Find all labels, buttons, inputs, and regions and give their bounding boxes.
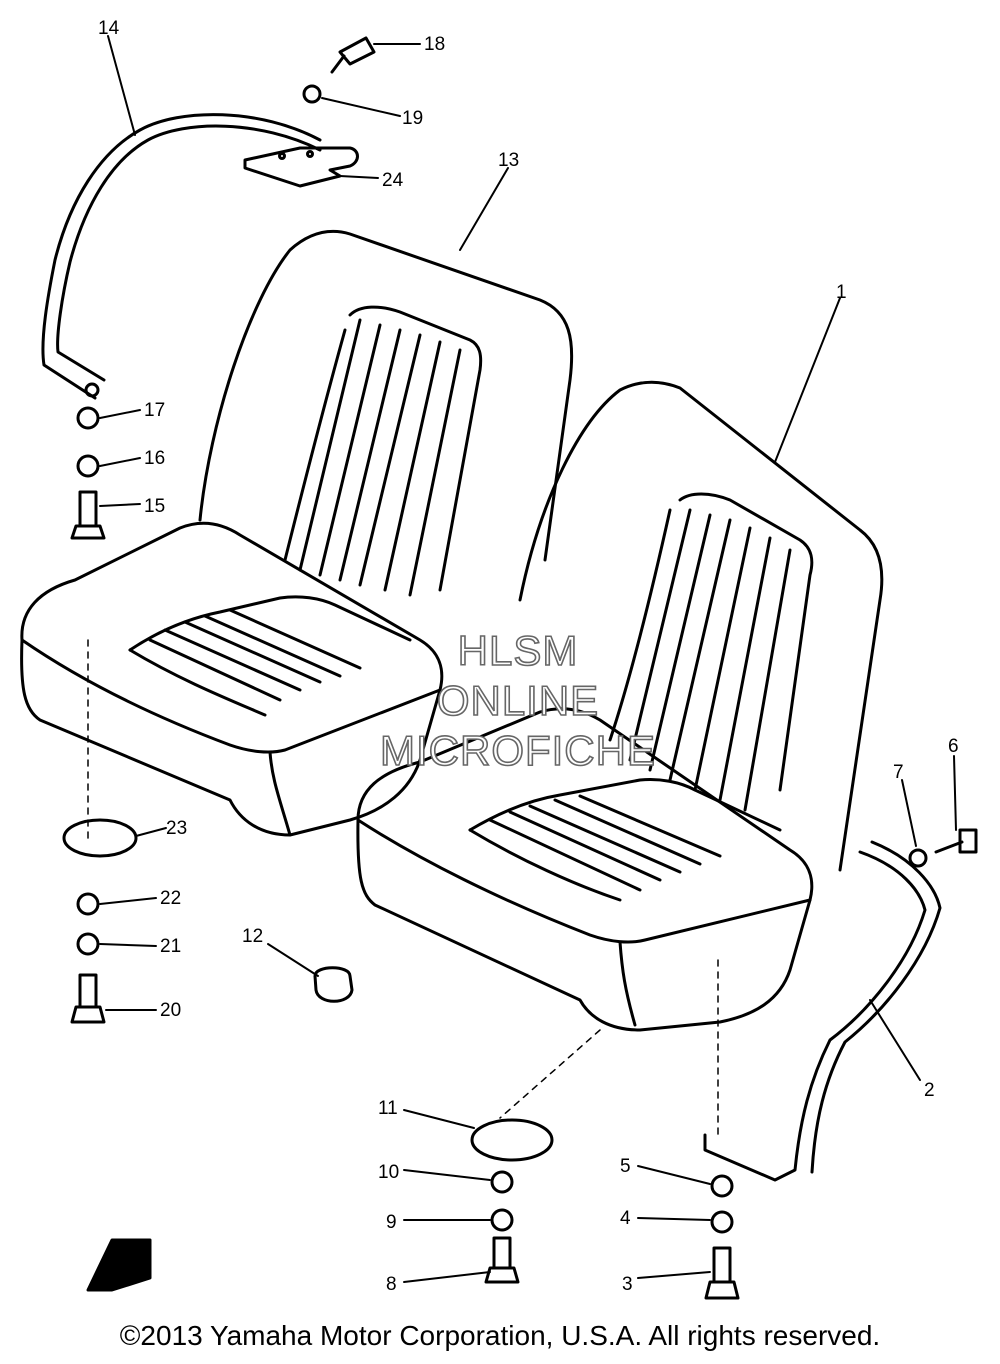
bracket-24: [243, 146, 359, 188]
watermark-line1: HLSM: [458, 627, 579, 674]
bolt-20: [70, 973, 106, 1024]
copyright-notice: ©2013 Yamaha Motor Corporation, U.S.A. A…: [119, 1320, 881, 1351]
washer-17: [76, 406, 100, 430]
callout-17: 17: [144, 400, 165, 421]
lockwasher-21: [76, 932, 100, 956]
cushion-23: [62, 818, 138, 858]
callout-11: 11: [378, 1098, 398, 1119]
cushion-11: [470, 1118, 554, 1162]
callout-23: 23: [166, 818, 187, 839]
bar-14: [41, 113, 322, 400]
callout-16: 16: [144, 448, 165, 469]
lockwasher-9: [490, 1208, 514, 1232]
callout-14: 14: [98, 18, 120, 39]
callout-3: 3: [622, 1274, 633, 1295]
callout-6: 6: [948, 736, 959, 757]
washer-10: [490, 1170, 514, 1194]
callout-12: 12: [242, 926, 263, 947]
callout-7: 7: [893, 762, 904, 783]
bar-2: [703, 840, 942, 1182]
callout-13: 13: [498, 150, 519, 171]
washer-5: [710, 1174, 734, 1198]
washer-7: [908, 848, 928, 868]
callout-19: 19: [402, 108, 423, 129]
callout-22: 22: [160, 888, 181, 909]
watermark-line2: ONLINE: [437, 677, 599, 724]
bolt-6: [934, 828, 978, 854]
nut-19: [302, 84, 322, 104]
bolt-15: [70, 490, 106, 540]
bolt-3: [704, 1246, 740, 1300]
callout-9: 9: [386, 1212, 397, 1233]
callout-21: 21: [160, 936, 181, 957]
callout-18: 18: [424, 34, 445, 55]
callout-10: 10: [378, 1162, 399, 1183]
callout-24: 24: [382, 170, 404, 191]
callout-20: 20: [160, 1000, 181, 1021]
callout-8: 8: [386, 1274, 397, 1295]
callout-15: 15: [144, 496, 165, 517]
front-direction-icon: [86, 1238, 152, 1292]
callout-4: 4: [620, 1208, 631, 1229]
lockwasher-16: [76, 454, 100, 478]
bolt-18: [330, 36, 376, 74]
watermark-line3: MICROFICHE: [380, 727, 656, 774]
callout-1: 1: [836, 282, 847, 303]
seat-left: [20, 229, 574, 837]
nut-22: [76, 892, 100, 916]
grommet-12: [313, 966, 354, 1003]
callout-5: 5: [620, 1156, 631, 1177]
bolt-8: [484, 1236, 520, 1284]
lockwasher-4: [710, 1210, 734, 1234]
callout-2: 2: [924, 1080, 935, 1101]
seat-right: [356, 380, 884, 1032]
